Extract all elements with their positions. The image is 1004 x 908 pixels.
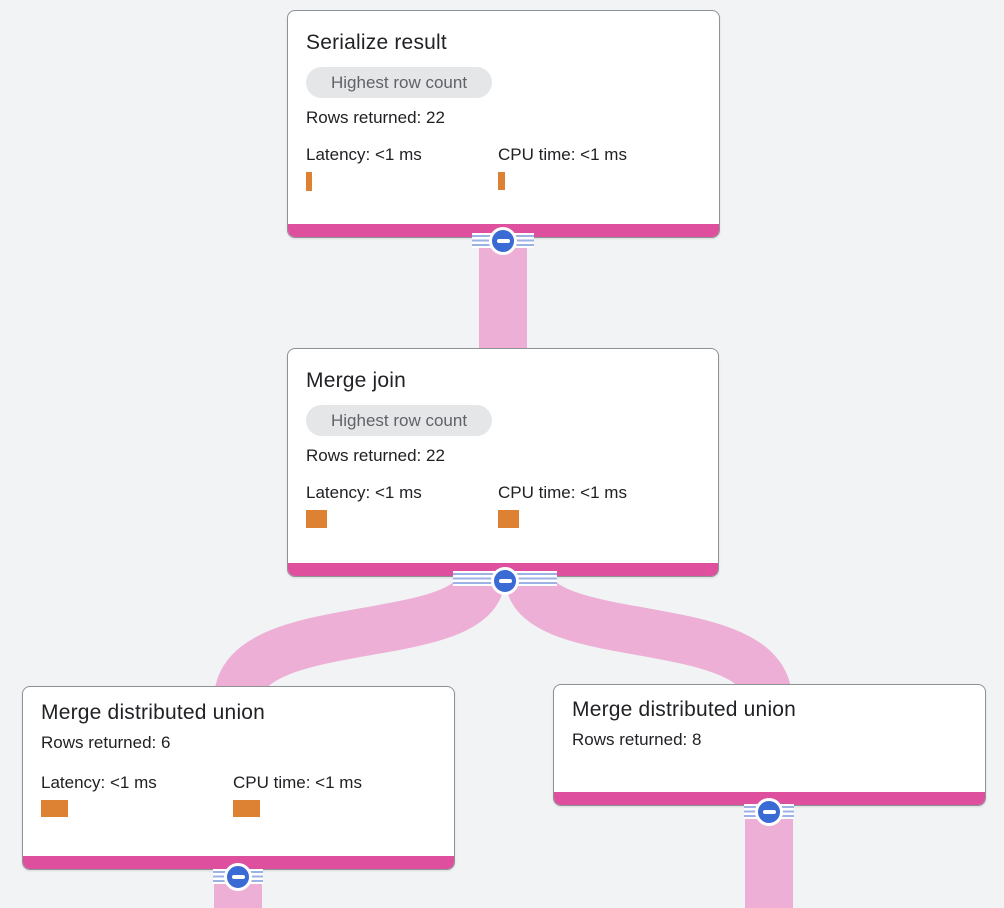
latency-bar [41,800,68,817]
plan-node-merge-distributed-union-right[interactable]: Merge distributed union Rows returned: 8 [553,684,986,806]
cpu-time-bar [498,510,519,528]
latency-bar [306,172,312,191]
cpu-time-bar [233,800,260,817]
plan-node-merge-distributed-union-left[interactable]: Merge distributed union Rows returned: 6… [22,686,455,870]
collapse-node-button[interactable] [224,863,252,891]
minus-icon [762,810,776,814]
plan-node-merge-join[interactable]: Merge join Highest row count Rows return… [287,348,719,577]
rows-returned-label: Rows returned: 22 [306,108,445,127]
node-title: Merge distributed union [572,698,797,721]
plan-node-serialize-result[interactable]: Serialize result Highest row count Rows … [287,10,720,238]
cpu-time-bar [498,172,505,190]
rows-returned-label: Rows returned: 22 [306,446,445,465]
highest-row-count-badge: Highest row count [306,405,493,436]
cpu-time-label: CPU time: <1 ms [233,773,362,792]
node-accent-bar [23,856,454,869]
rows-returned-label: Rows returned: 8 [572,730,702,749]
rows-returned-label: Rows returned: 6 [41,733,171,752]
cpu-time-label: CPU time: <1 ms [498,145,627,164]
collapse-node-button[interactable] [491,567,519,595]
latency-label: Latency: <1 ms [306,483,422,502]
edge-mergejoin-to-right-union [505,572,792,703]
latency-bar [306,510,327,528]
latency-label: Latency: <1 ms [306,145,422,164]
node-title: Merge distributed union [41,701,266,724]
edge-mergejoin-to-left-union [214,572,505,704]
node-title: Merge join [306,369,407,392]
latency-label: Latency: <1 ms [41,773,157,792]
minus-icon [496,239,510,243]
node-title: Serialize result [306,31,447,54]
highest-row-count-badge: Highest row count [306,67,493,98]
cpu-time-label: CPU time: <1 ms [498,483,627,502]
minus-icon [498,579,512,583]
edge-serialize-to-mergejoin [479,236,527,352]
collapse-node-button[interactable] [489,227,517,255]
collapse-node-button[interactable] [755,798,783,826]
minus-icon [231,875,245,879]
